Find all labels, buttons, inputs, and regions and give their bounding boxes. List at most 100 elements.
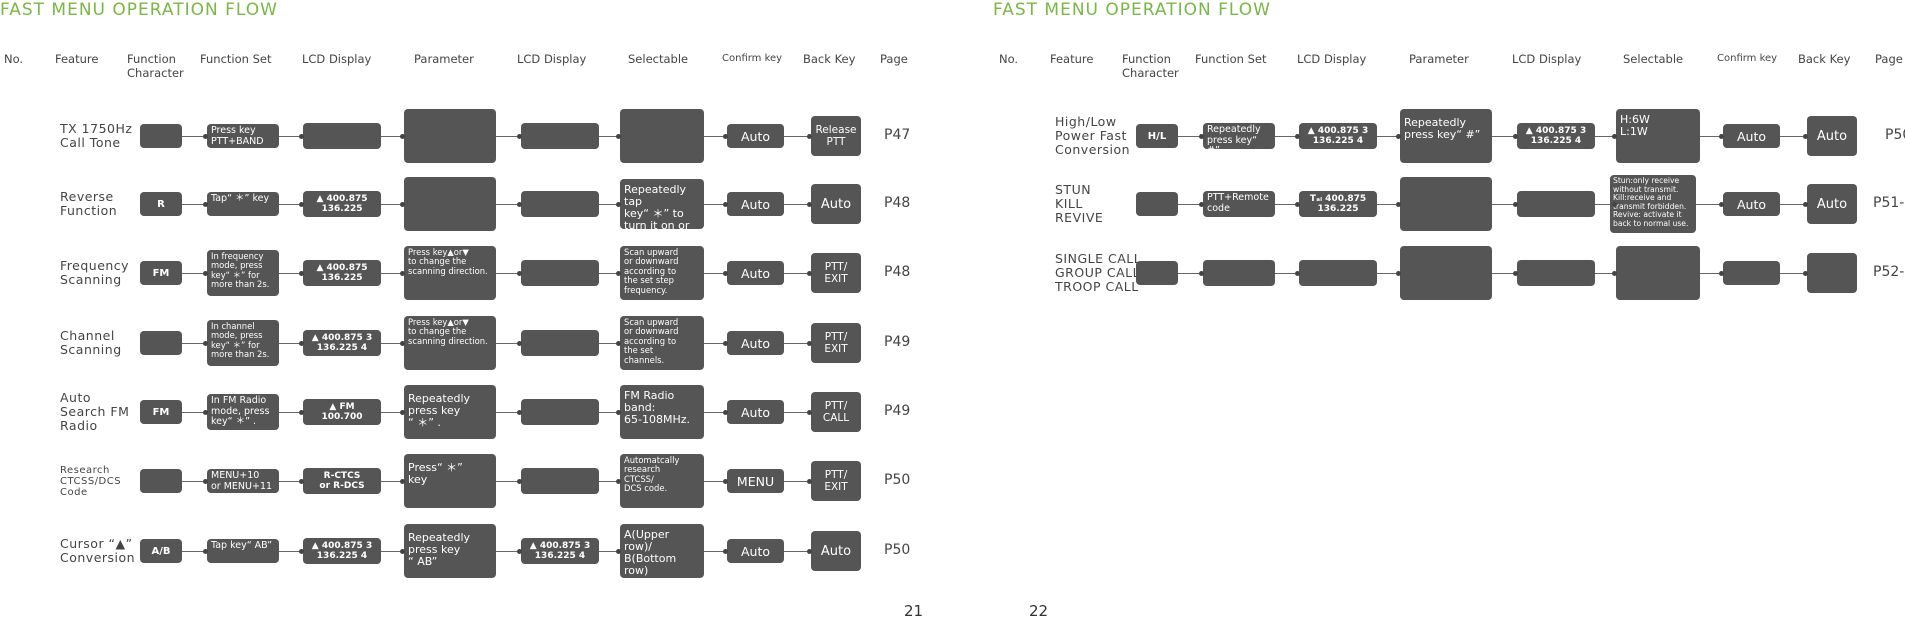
function-character-box: FM	[140, 400, 182, 424]
connector-dot	[203, 134, 208, 139]
back-key-box: PTT/ EXIT	[811, 323, 861, 363]
column-header-feature: Feature	[55, 52, 99, 66]
connector-dot	[400, 549, 405, 554]
function-set-box: MENU+10 or MENU+11	[207, 469, 279, 493]
connector-dot	[723, 479, 728, 484]
connector-dot	[616, 549, 621, 554]
function-character-box: A/B	[140, 539, 182, 563]
column-header-function-set: Function Set	[200, 52, 272, 66]
left-page: FAST MENU OPERATION FLOW No. Feature Functi…	[0, 0, 952, 620]
back-key-box: Auto	[1807, 184, 1857, 224]
page-reference: P48	[884, 195, 911, 211]
page-number: 21	[904, 602, 924, 620]
connector-dot	[400, 479, 405, 484]
lcd-display-box	[303, 123, 381, 149]
connector-dot	[807, 134, 812, 139]
function-character-box	[1136, 192, 1178, 216]
function-set-box	[1203, 260, 1275, 286]
section-title: FAST MENU OPERATION FLOW	[993, 0, 1271, 20]
connector-dot	[1513, 134, 1518, 139]
parameter-box	[1400, 177, 1492, 231]
connector-line	[182, 136, 811, 137]
connector-dot	[616, 341, 621, 346]
column-header-lcd-display-1: LCD Display	[1297, 52, 1367, 66]
function-set-box: Tap key“ AB”	[207, 539, 279, 563]
lcd-display-box	[1299, 260, 1377, 286]
feature-label: Cursor “▲” Conversion	[60, 536, 136, 565]
back-key-box: Release PTT	[811, 116, 861, 156]
lcd-display-result-box	[1517, 260, 1595, 286]
selectable-box: H:6W L:1W	[1616, 109, 1700, 163]
connector-dot	[203, 479, 208, 484]
connector-dot	[203, 410, 208, 415]
selectable-box: Scan upward or downward according to the…	[620, 246, 704, 300]
connector-dot	[203, 271, 208, 276]
connector-dot	[400, 271, 405, 276]
column-header-feature: Feature	[1050, 52, 1094, 66]
lcd-display-box: Tₐₗ 400.875 136.225	[1299, 191, 1377, 217]
feature-label: Reverse Function	[60, 189, 118, 218]
connector-line	[182, 412, 811, 413]
lcd-display-box: ▲ 400.875 3 136.225 4	[303, 538, 381, 564]
parameter-box: Repeatedly press key “ ＊” .	[404, 385, 496, 439]
connector-dot	[723, 410, 728, 415]
connector-dot	[517, 271, 522, 276]
feature-label: STUN KILL REVIVE	[1055, 182, 1104, 225]
parameter-box: Press key▲or▼ to change the scanning dir…	[404, 246, 496, 300]
confirm-key-box: Auto	[1723, 192, 1780, 216]
page-reference: P47	[884, 127, 911, 143]
connector-dot	[723, 134, 728, 139]
selectable-box: A(Upper row)/ B(Bottom row)	[620, 524, 704, 578]
connector-dot	[616, 479, 621, 484]
page-reference: P48	[884, 264, 911, 280]
column-header-confirm-key: Confirm key	[1717, 53, 1778, 64]
back-key-box: Auto	[1807, 116, 1857, 156]
connector-dot	[1396, 202, 1401, 207]
connector-dot	[517, 479, 522, 484]
connector-dot	[299, 479, 304, 484]
confirm-key-box: Auto	[727, 124, 784, 148]
connector-dot	[517, 341, 522, 346]
connector-line	[1178, 273, 1807, 274]
parameter-box	[404, 109, 496, 163]
column-header-page: Page	[1875, 52, 1903, 66]
connector-dot	[616, 134, 621, 139]
column-header-back-key: Back Key	[803, 52, 856, 66]
function-character-box	[140, 124, 182, 148]
page-reference: P50	[884, 472, 911, 488]
connector-line	[1178, 204, 1807, 205]
feature-label: High/Low Power Fast Conversion	[1055, 114, 1131, 157]
column-header-no: No.	[4, 52, 24, 66]
connector-dot	[807, 271, 812, 276]
connector-line	[182, 204, 811, 205]
connector-dot	[1803, 202, 1808, 207]
connector-dot	[517, 202, 522, 207]
connector-line	[182, 551, 811, 552]
feature-label: Auto Search FM Radio	[60, 390, 130, 433]
page-reference: P50	[884, 542, 911, 558]
confirm-key-box: Auto	[727, 331, 784, 355]
function-character-box	[140, 469, 182, 493]
confirm-key-box: Auto	[727, 192, 784, 216]
lcd-display-result-box	[1517, 191, 1595, 217]
section-title: FAST MENU OPERATION FLOW	[0, 0, 278, 20]
connector-dot	[517, 549, 522, 554]
connector-dot	[723, 271, 728, 276]
connector-dot	[1612, 134, 1617, 139]
connector-dot	[1612, 202, 1617, 207]
function-set-box: In channel mode, press key“ ＊” for more …	[207, 320, 279, 366]
function-character-box: R	[140, 192, 182, 216]
connector-dot	[1199, 202, 1204, 207]
lcd-display-result-box	[521, 399, 599, 425]
connector-dot	[1803, 271, 1808, 276]
page-reference: P50	[1885, 127, 1905, 143]
connector-dot	[807, 341, 812, 346]
connector-dot	[299, 271, 304, 276]
lcd-display-result-box	[521, 191, 599, 217]
column-header-page: Page	[880, 52, 908, 66]
